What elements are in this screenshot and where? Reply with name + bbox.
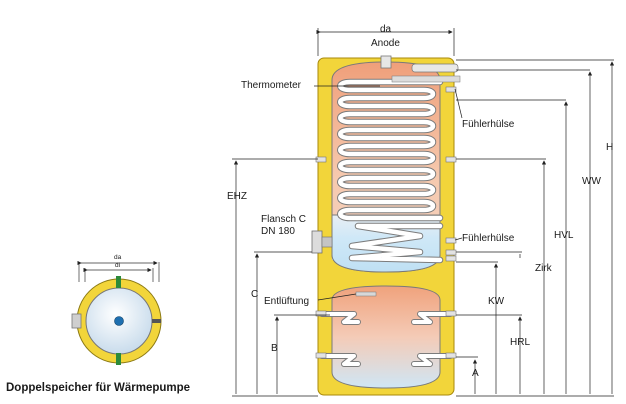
diagram-caption: Doppelspeicher für Wärmepumpe <box>6 382 191 394</box>
thermometer-label: Thermometer <box>241 80 302 91</box>
anode <box>380 55 392 69</box>
c-dimension-label: C <box>251 289 259 300</box>
h-label: H <box>606 142 614 153</box>
zirk-label: Zirk <box>535 263 552 274</box>
lower-vessel <box>331 285 441 389</box>
di-small-label: di <box>115 262 121 269</box>
kw-label: KW <box>488 296 505 307</box>
pipe-stubs <box>315 86 457 359</box>
entlueftung-stub <box>355 291 377 297</box>
dn180-label: DN 180 <box>261 226 295 237</box>
bottom-connector <box>116 353 121 365</box>
side-flange <box>71 313 82 329</box>
da-label: da <box>380 24 392 35</box>
main-tank <box>311 55 461 396</box>
ww-label: WW <box>582 176 601 187</box>
top-connector <box>116 276 121 288</box>
flange-c <box>311 230 323 254</box>
cross-section-view <box>71 260 162 365</box>
hrl-label: HRL <box>510 337 531 348</box>
middle-coil <box>348 222 444 264</box>
dimension-lines <box>232 28 615 397</box>
flansch-c-label: Flansch C <box>261 214 307 225</box>
lower-coil <box>319 311 453 367</box>
b-dimension-label: B <box>271 343 278 354</box>
entlueftung-label: Entlüftung <box>264 296 310 307</box>
fuehlerhuelse-upper-label: Fühlerhülse <box>462 119 515 130</box>
upper-coil <box>337 78 444 222</box>
ww-outlet <box>411 63 459 73</box>
hvl-label: HVL <box>554 230 574 241</box>
da-small-label: da <box>114 254 122 261</box>
fuehlerhuelse-lower-label: Fühlerhülse <box>462 233 515 244</box>
a-dimension-label: A <box>472 368 479 379</box>
anode-center <box>114 316 124 326</box>
ehz-label: EHZ <box>227 191 247 202</box>
anode-label: Anode <box>371 38 400 49</box>
